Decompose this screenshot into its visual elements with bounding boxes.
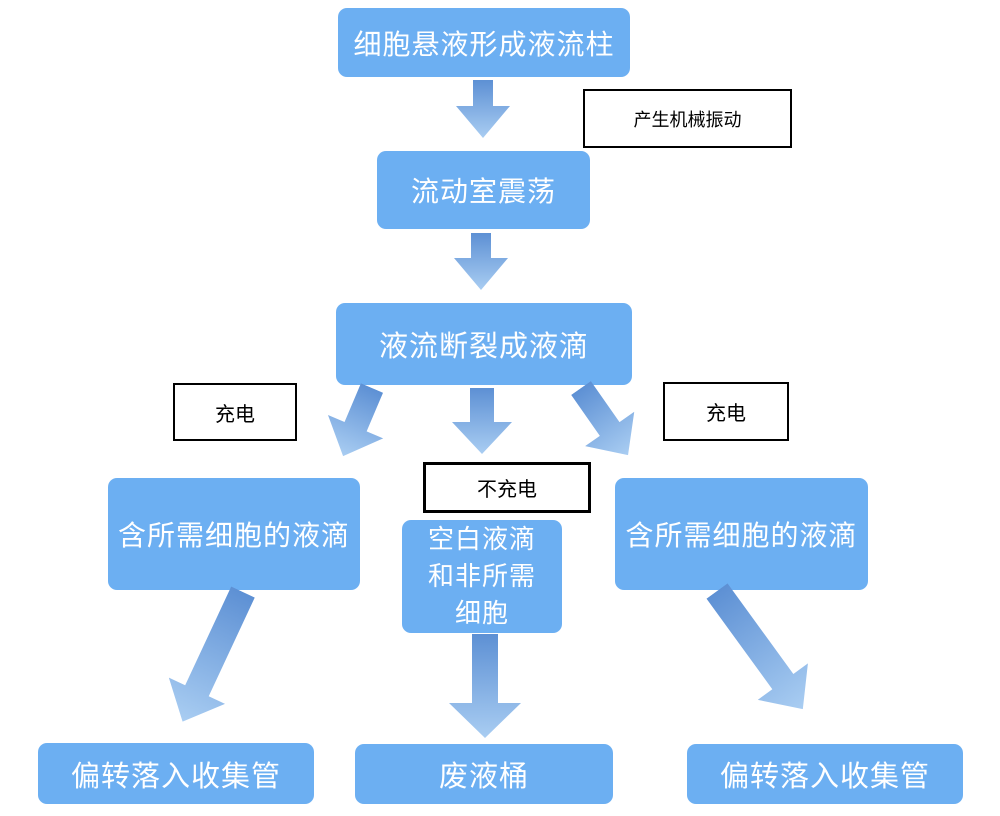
node-cell-suspension-jet: 细胞悬液形成液流柱 <box>338 8 630 77</box>
node-deflect-into-collection-tube-left: 偏转落入收集管 <box>38 743 314 804</box>
node-droplets-with-target-cells-right: 含所需细胞的液滴 <box>615 478 868 590</box>
label-charge-left: 充电 <box>173 383 297 441</box>
node-blank-droplets-unwanted-cells: 空白液滴 和非所需 细胞 <box>402 520 562 633</box>
arrow-jet-to-chamber-icon <box>456 80 510 138</box>
label-charge-right: 充电 <box>663 382 789 441</box>
label-mechanical-vibration: 产生机械振动 <box>583 89 792 148</box>
arrow-left-to-collection-icon <box>168 586 255 722</box>
arrow-chamber-to-breakup-icon <box>454 233 508 290</box>
label-no-charge: 不充电 <box>423 462 591 513</box>
node-waste-container: 废液桶 <box>355 744 613 804</box>
arrow-right-to-collection-icon <box>706 583 808 710</box>
node-stream-breaks-into-droplets: 液流断裂成液滴 <box>336 303 632 385</box>
arrow-breakup-to-middle-icon <box>452 388 512 454</box>
node-flow-chamber-vibrates: 流动室震荡 <box>377 151 590 229</box>
arrow-breakup-to-left-icon <box>327 383 384 457</box>
node-deflect-into-collection-tube-right: 偏转落入收集管 <box>687 744 963 804</box>
node-droplets-with-target-cells-left: 含所需细胞的液滴 <box>108 478 360 590</box>
arrow-blank-to-waste-icon <box>449 634 521 738</box>
arrow-breakup-to-right-icon <box>571 381 635 456</box>
